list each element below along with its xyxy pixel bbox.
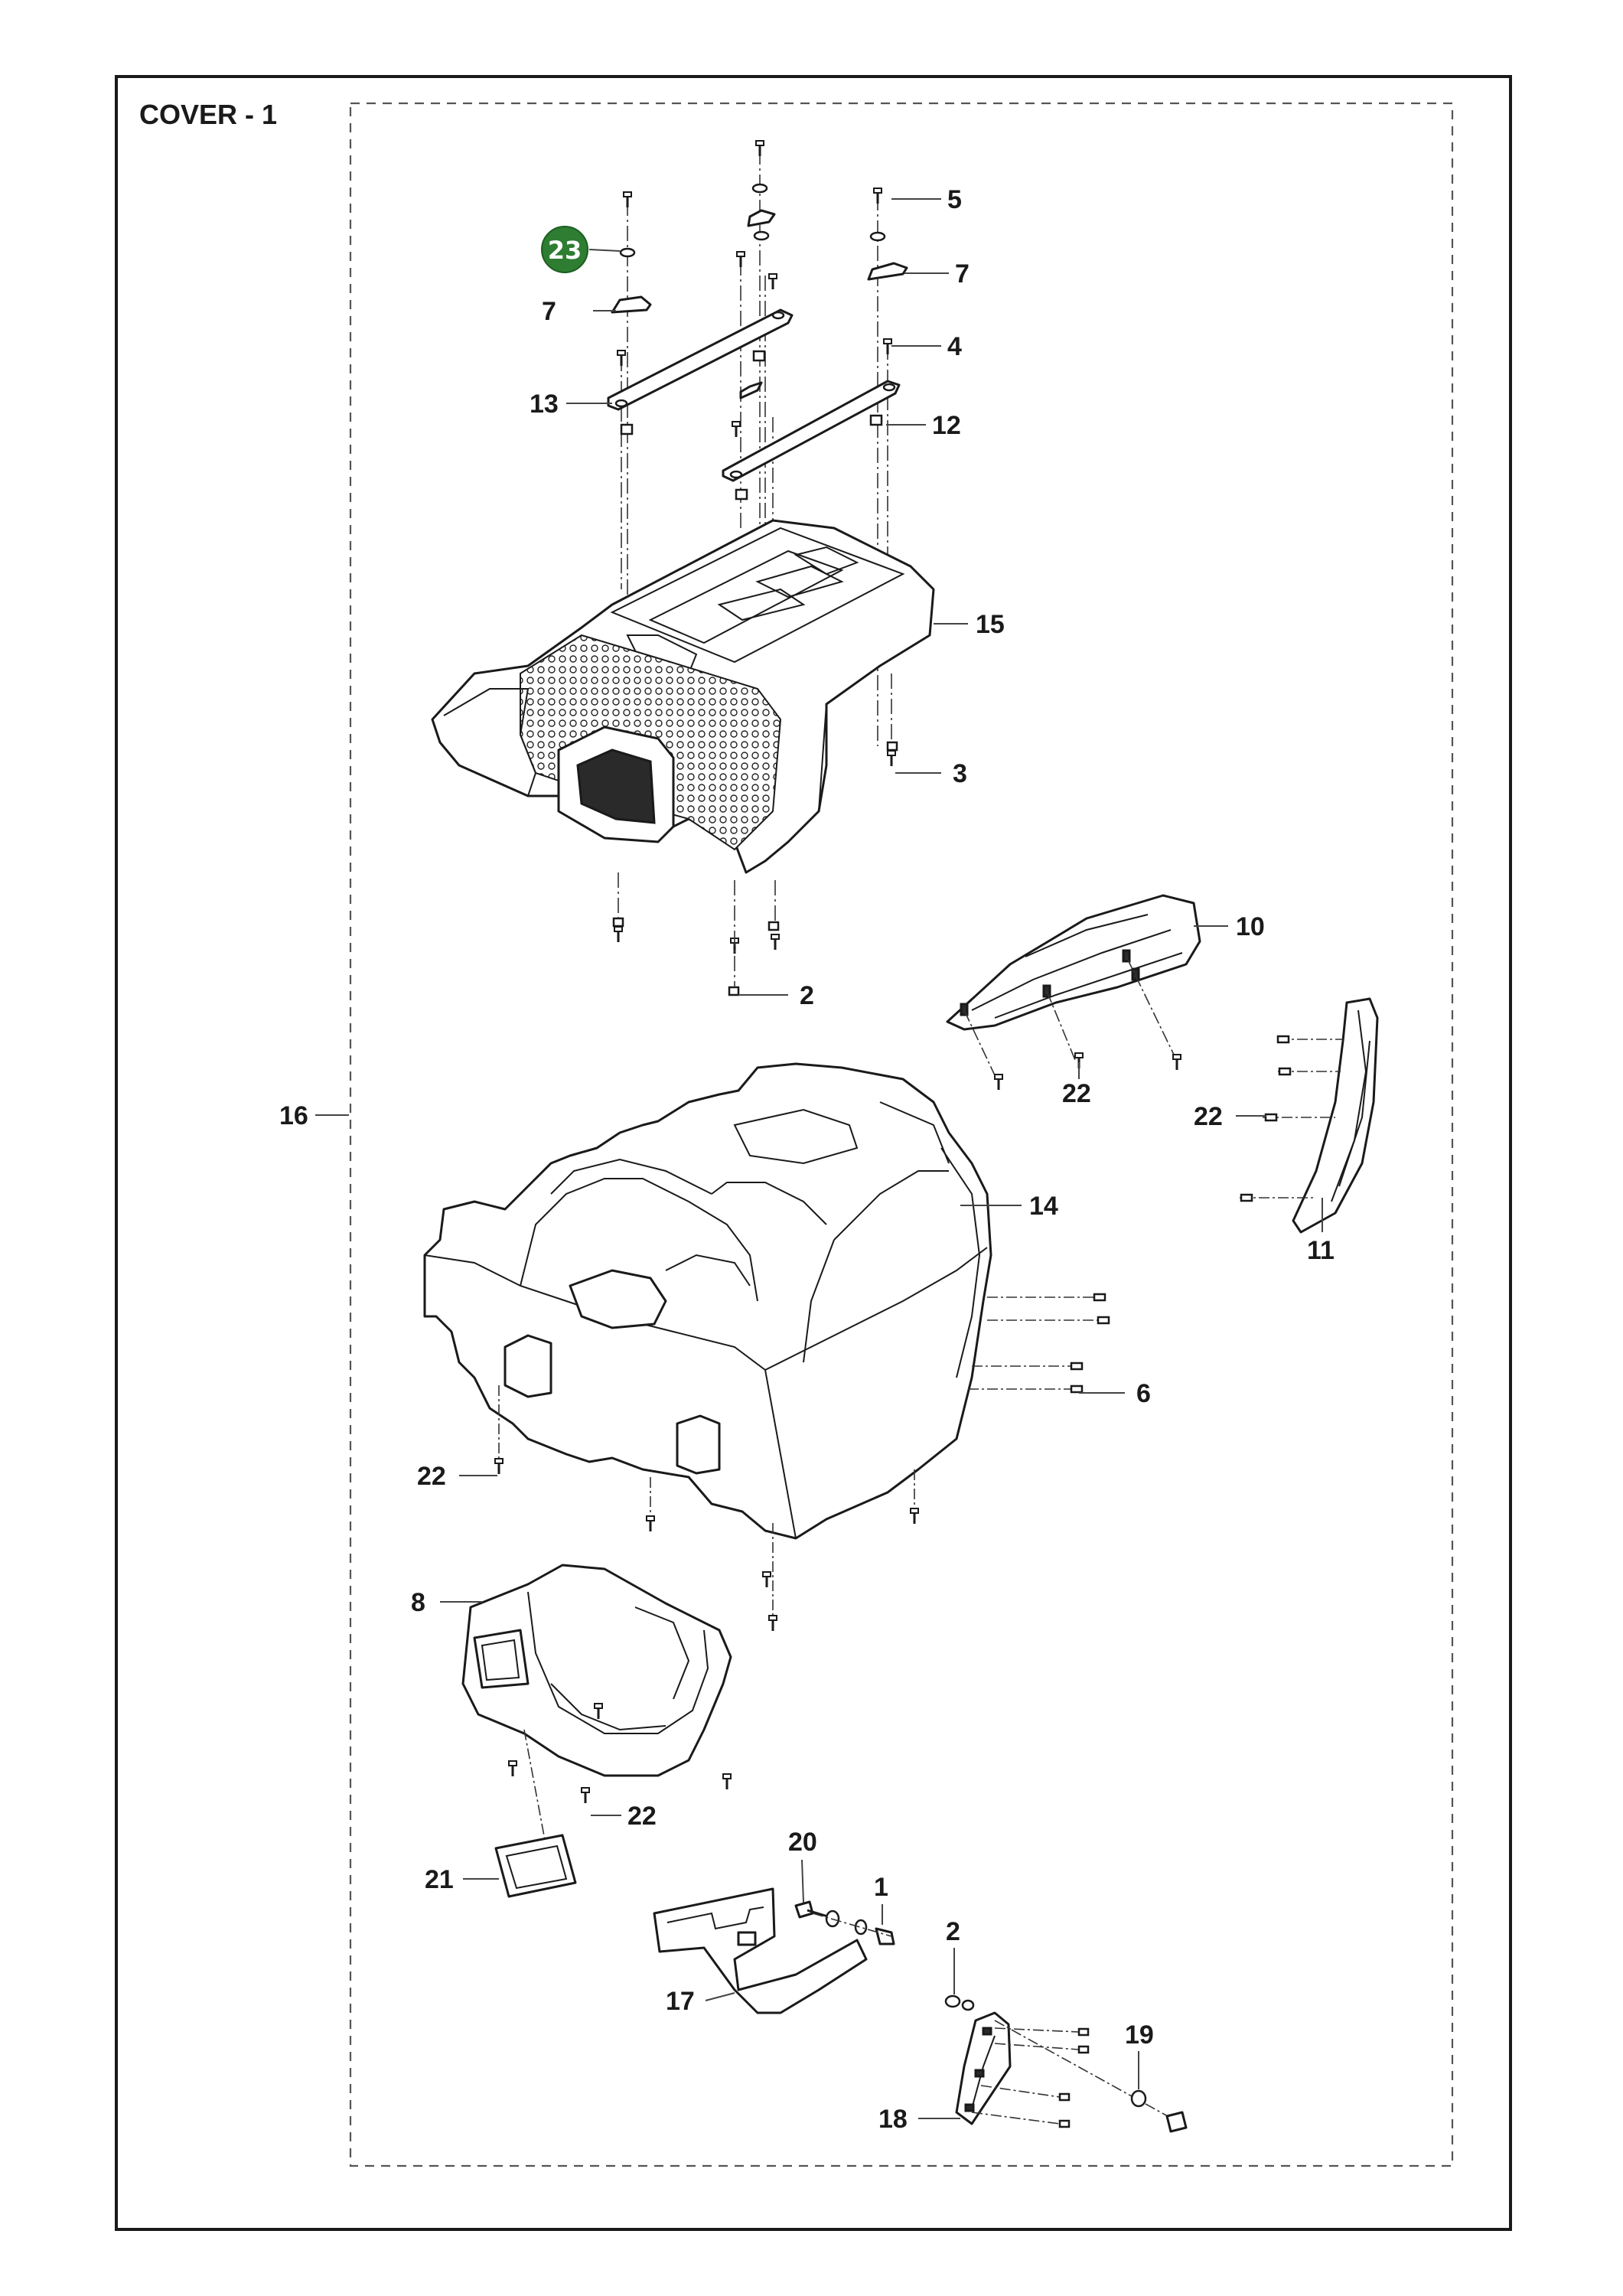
callout-4[interactable]: 4 bbox=[947, 332, 962, 361]
callout-19[interactable]: 19 bbox=[1125, 2020, 1154, 2050]
top-fastener-stack bbox=[607, 139, 908, 746]
callout-5[interactable]: 5 bbox=[947, 185, 962, 214]
callout-22-shroud[interactable]: 22 bbox=[627, 1802, 657, 1831]
lower-air-shroud bbox=[461, 1564, 732, 1853]
main-housing bbox=[423, 1062, 1110, 1632]
callout-20[interactable]: 20 bbox=[788, 1828, 817, 1857]
page-title: COVER - 1 bbox=[139, 99, 277, 130]
callout-labels: 5 7 7 4 13 12 15 3 2 10 22 22 16 14 11 6… bbox=[279, 185, 1335, 2134]
callout-6[interactable]: 6 bbox=[1136, 1379, 1151, 1408]
callout-14[interactable]: 14 bbox=[1029, 1192, 1058, 1221]
callout-3[interactable]: 3 bbox=[953, 759, 967, 788]
highlight-badge-23[interactable]: 23 bbox=[541, 226, 621, 273]
mounting-bracket bbox=[653, 1887, 868, 2014]
panel-screws bbox=[1240, 1035, 1343, 1202]
callout-22-panel[interactable]: 22 bbox=[1062, 1079, 1091, 1108]
callout-17[interactable]: 17 bbox=[666, 1987, 695, 2016]
callout-18[interactable]: 18 bbox=[878, 2105, 908, 2134]
callout-2-upper[interactable]: 2 bbox=[800, 981, 814, 1010]
callout-22-right[interactable]: 22 bbox=[1194, 1102, 1223, 1131]
gasket-seal bbox=[494, 1834, 577, 1898]
lower-bracket bbox=[944, 1994, 1188, 2133]
badge-label: 23 bbox=[548, 236, 582, 265]
callout-7-right[interactable]: 7 bbox=[955, 259, 970, 289]
leader-lines bbox=[315, 198, 1323, 2119]
callout-12[interactable]: 12 bbox=[932, 411, 961, 440]
callout-22-housing[interactable]: 22 bbox=[417, 1462, 446, 1491]
assembly-group-boundary bbox=[349, 102, 1454, 2167]
sheet-frame bbox=[115, 75, 1512, 2231]
callout-21[interactable]: 21 bbox=[425, 1865, 454, 1894]
side-panel-far-right bbox=[1240, 997, 1379, 1234]
callout-11[interactable]: 11 bbox=[1307, 1236, 1335, 1265]
bolt-hardware bbox=[794, 1900, 895, 1945]
callout-13[interactable]: 13 bbox=[530, 390, 559, 419]
callout-15[interactable]: 15 bbox=[976, 610, 1005, 639]
callout-1[interactable]: 1 bbox=[874, 1873, 888, 1902]
callout-7-left[interactable]: 7 bbox=[542, 297, 556, 326]
callout-16[interactable]: 16 bbox=[279, 1101, 308, 1130]
callout-2-lower[interactable]: 2 bbox=[946, 1917, 960, 1946]
callout-10[interactable]: 10 bbox=[1236, 912, 1265, 941]
top-cover-shroud bbox=[431, 519, 935, 996]
side-panel-right bbox=[946, 894, 1201, 1091]
callout-8[interactable]: 8 bbox=[411, 1588, 425, 1617]
